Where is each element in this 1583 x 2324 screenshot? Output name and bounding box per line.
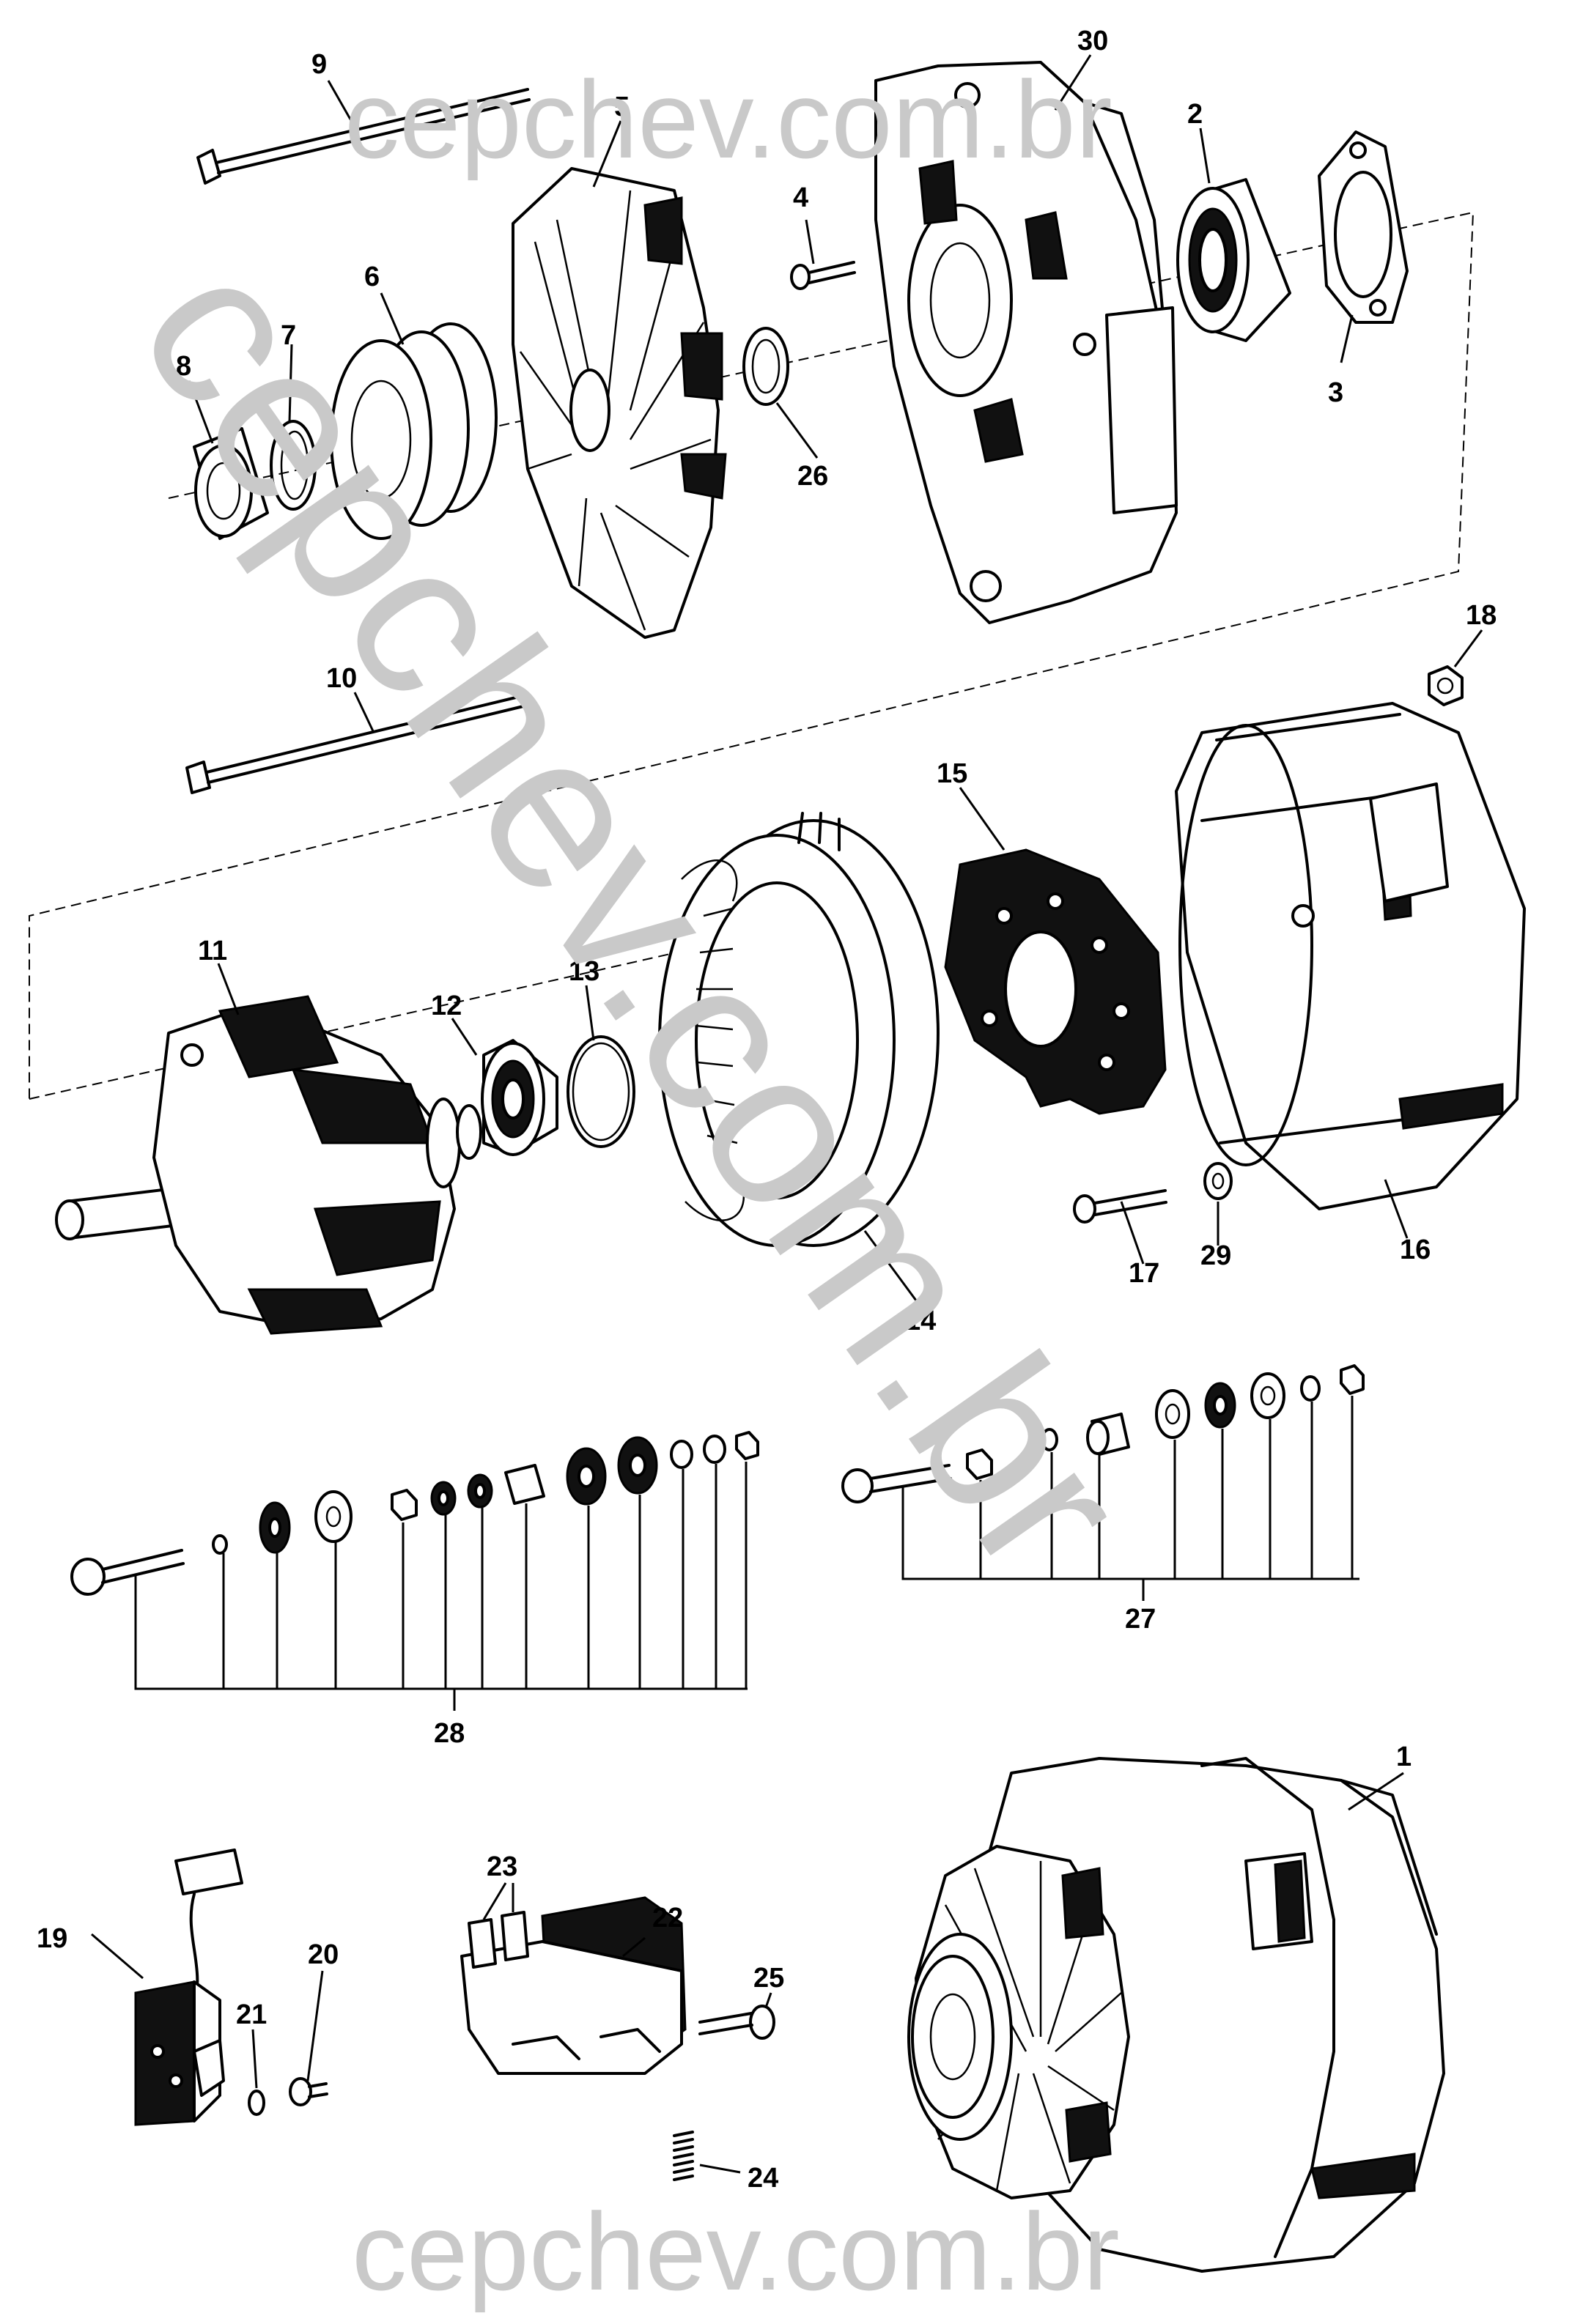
label-24: 24	[748, 2163, 778, 2194]
watermark-top: cepchev.com.br	[344, 58, 1112, 181]
label-9: 9	[311, 49, 327, 80]
leader-lines	[91, 54, 1483, 2089]
label-18: 18	[1466, 600, 1497, 631]
part-14-stator	[658, 812, 940, 1247]
part-24-spring	[673, 2131, 741, 2181]
part-28-hardware-set	[70, 1431, 759, 1711]
part-10-through-bolt	[185, 695, 525, 794]
label-19: 19	[37, 1923, 67, 1954]
part-13-o-ring	[567, 1035, 635, 1148]
label-8: 8	[176, 351, 191, 382]
part-27-hardware-set	[841, 1364, 1365, 1601]
part-1-complete-alternator	[907, 1757, 1445, 2273]
part-2-ball-bearing	[1176, 178, 1291, 342]
label-2: 2	[1187, 99, 1203, 130]
label-20: 20	[308, 1939, 339, 1970]
label-16: 16	[1400, 1235, 1431, 1265]
label-22: 22	[652, 1903, 683, 1933]
part-9-through-bolt	[196, 88, 531, 185]
label-15: 15	[937, 758, 967, 789]
label-4: 4	[793, 182, 808, 213]
label-11: 11	[198, 936, 227, 966]
label-23: 23	[487, 1851, 517, 1882]
part-21-small-washer	[248, 2090, 265, 2116]
part-25-screw	[698, 2005, 775, 2040]
part-29-washer	[1203, 1162, 1233, 1200]
watermark-bottom: cepchev.com.br	[352, 2190, 1120, 2313]
part-8-pulley-nut	[193, 427, 269, 540]
part-26-spacer-ring	[742, 327, 789, 406]
part-20-screw	[289, 2077, 328, 2106]
part-19-brush-holder	[134, 1849, 243, 2126]
part-30-drive-end-housing	[874, 61, 1178, 624]
label-3: 3	[1328, 377, 1343, 408]
label-29: 29	[1200, 1240, 1231, 1271]
part-6-pulley	[330, 322, 498, 540]
label-17: 17	[1129, 1258, 1159, 1289]
part-7-spring-washer	[270, 420, 317, 511]
label-7: 7	[281, 320, 296, 351]
label-26: 26	[797, 461, 828, 492]
label-10: 10	[326, 663, 357, 694]
part-16-rear-housing	[1175, 702, 1526, 1210]
part-5-cooling-fan	[512, 167, 727, 639]
label-25: 25	[753, 1963, 784, 1994]
part-12-ball-bearing	[481, 1039, 558, 1156]
part-3-retainer-plate	[1318, 130, 1409, 324]
label-14: 14	[905, 1306, 936, 1336]
part-18-nut	[1428, 665, 1464, 706]
label-1: 1	[1396, 1742, 1412, 1772]
label-13: 13	[569, 956, 599, 987]
label-5: 5	[614, 92, 630, 122]
label-30: 30	[1077, 26, 1108, 56]
label-12: 12	[431, 991, 462, 1021]
part-15-rectifier-plate	[944, 848, 1167, 1115]
part-17-screw	[1073, 1189, 1167, 1224]
part-number-labels: 9 30 2 5 4 6 7 8 3 26 18 10 15 11 12 13 …	[37, 26, 1497, 2194]
label-27: 27	[1125, 1604, 1156, 1635]
label-28: 28	[434, 1718, 465, 1749]
label-6: 6	[364, 262, 380, 292]
part-4-small-screw	[790, 261, 856, 290]
part-22-voltage-regulator	[460, 1896, 687, 2075]
part-11-rotor	[55, 995, 482, 1335]
part-23-regulator-brushes	[468, 1882, 529, 1969]
label-21: 21	[236, 1999, 267, 2030]
